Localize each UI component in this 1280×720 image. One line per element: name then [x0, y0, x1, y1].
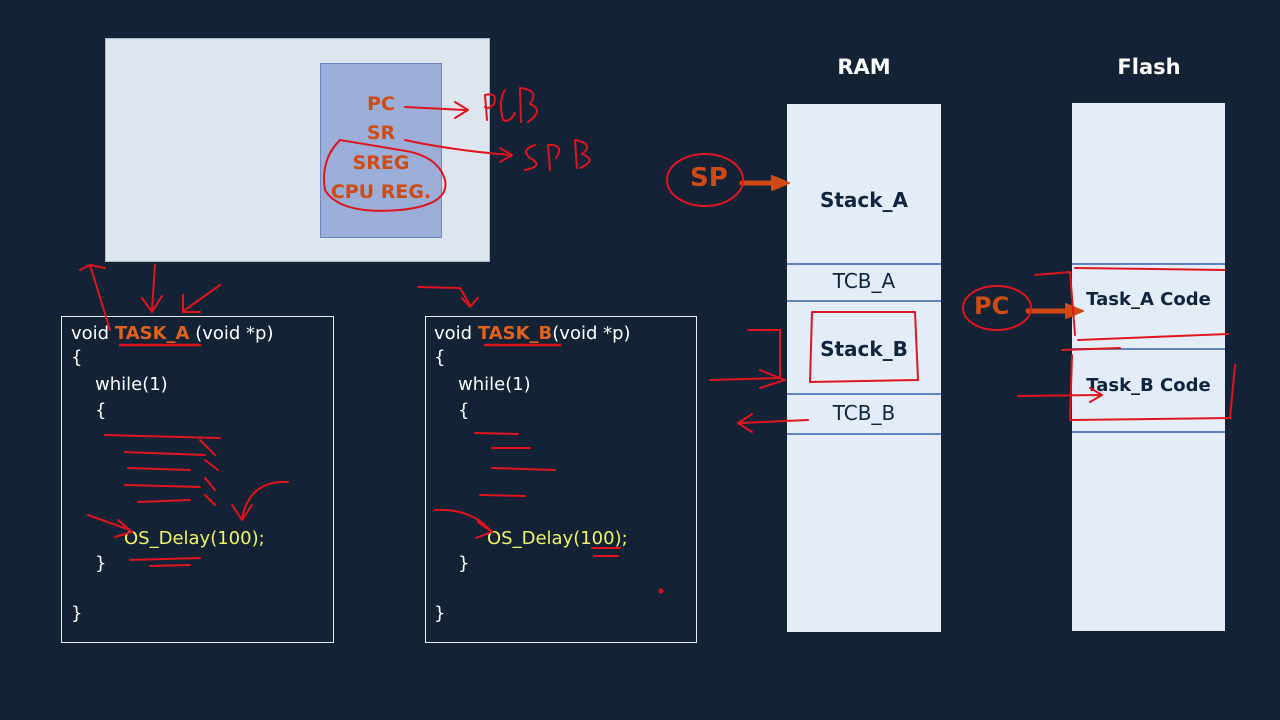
task-b-code-lines: [474, 432, 556, 497]
task-a-delay-call: OS_Delay(100);: [124, 528, 265, 549]
task-a-delay-underline: [129, 557, 201, 567]
stack-pointer-label: SP: [690, 163, 728, 193]
ram-divider: [787, 433, 941, 435]
task-b-code-arrow: [1017, 387, 1103, 403]
task-a-inner-close: }: [95, 553, 107, 574]
task-a-open-brace: {: [71, 347, 83, 368]
task-a-up-arrow: [79, 264, 111, 331]
flash-task-b-code: Task_B Code: [1086, 375, 1211, 396]
flash-title: Flash: [1117, 55, 1181, 79]
ram-divider: [787, 263, 941, 265]
ram-title: RAM: [837, 55, 891, 79]
flash-divider: [1072, 431, 1225, 433]
flash-divider: [1072, 348, 1225, 350]
ram-tcb-a: TCB_A: [832, 269, 896, 293]
program-counter-label: PC: [974, 292, 1010, 320]
flash-divider: [1072, 263, 1225, 265]
sp-circle: [666, 153, 744, 207]
pc-save-arrow-head: [454, 101, 469, 119]
stack-b-arrow: [709, 329, 786, 389]
task-a-inner-open: {: [95, 400, 107, 421]
task-a-close-brace: }: [71, 603, 83, 624]
sr-save-arrow: [404, 139, 511, 156]
task-b-open-brace: {: [434, 347, 446, 368]
task-a-while: while(1): [95, 374, 168, 395]
pc-circle: [962, 285, 1032, 331]
task-a-signature-line: void TASK_A (void *p): [71, 322, 274, 346]
pc-save-arrow: [404, 106, 466, 111]
ram-stack-b: Stack_B: [820, 337, 908, 361]
task-a-code-bracket: [1034, 271, 1076, 336]
spb-scribble: [524, 139, 591, 171]
sp-arrow-head: [771, 175, 790, 191]
task-a-down-arrow-2: [182, 284, 221, 313]
task-b-params: (void *p): [552, 323, 631, 344]
task-b-code-box: void TASK_B(void *p) { while(1) { OS_Del…: [425, 316, 697, 643]
task-a-delay-arrow: [87, 514, 133, 538]
ink-dot: [658, 588, 664, 594]
register-sr: SR: [366, 122, 396, 144]
task-b-close-brace: }: [434, 603, 446, 624]
register-sreg: SREG: [352, 152, 410, 174]
task-b-while: while(1): [458, 374, 531, 395]
flash-column: Task_A Code Task_B Code: [1072, 103, 1225, 631]
tcb-b-arrow: [737, 413, 809, 433]
task-b-signature-line: void TASK_B(void *p): [434, 322, 631, 346]
task-a-params: (void *p): [189, 323, 274, 344]
task-b-arrow: [417, 286, 479, 308]
ram-column: Stack_A TCB_A Stack_B TCB_B: [787, 104, 941, 632]
task-b-inner-open: {: [458, 400, 470, 421]
stack-b-box: [809, 311, 919, 383]
task-b-void: void: [434, 323, 478, 344]
task-a-down-arrow-1: [141, 264, 163, 313]
flash-task-a-code: Task_A Code: [1086, 289, 1211, 310]
task-b-delay-underline: [591, 547, 621, 557]
ram-stack-a: Stack_A: [819, 188, 909, 212]
ram-divider: [787, 393, 941, 395]
register-circle: [323, 139, 447, 212]
task-a-void: void: [71, 323, 115, 344]
task-b-inner-close: }: [458, 553, 470, 574]
task-b-delay-call: OS_Delay(100);: [487, 528, 628, 549]
pcb-scribble: [484, 87, 538, 123]
task-a-checkmarks: [199, 439, 219, 506]
task-a-code-lines: [104, 434, 221, 503]
register-cpu-reg: CPU REG.: [330, 181, 432, 203]
register-panel: PC SR SREG CPU REG.: [320, 63, 442, 238]
task-a-curve-arrow: [231, 480, 289, 521]
task-a-name: TASK_A: [114, 323, 190, 344]
task-b-delay-arrow: [434, 508, 493, 539]
task-a-code-lines: [1074, 267, 1229, 341]
task-a-code-box: void TASK_A (void *p) { while(1) { OS_De…: [61, 316, 334, 643]
sr-save-arrow-head: [499, 147, 513, 163]
ram-divider: [787, 300, 941, 302]
task-b-code-box: [1061, 347, 1236, 421]
task-b-name: TASK_B: [477, 323, 553, 344]
register-pc: PC: [367, 93, 395, 115]
ram-tcb-b: TCB_B: [832, 401, 896, 425]
pc-arrow-head: [1065, 303, 1084, 319]
